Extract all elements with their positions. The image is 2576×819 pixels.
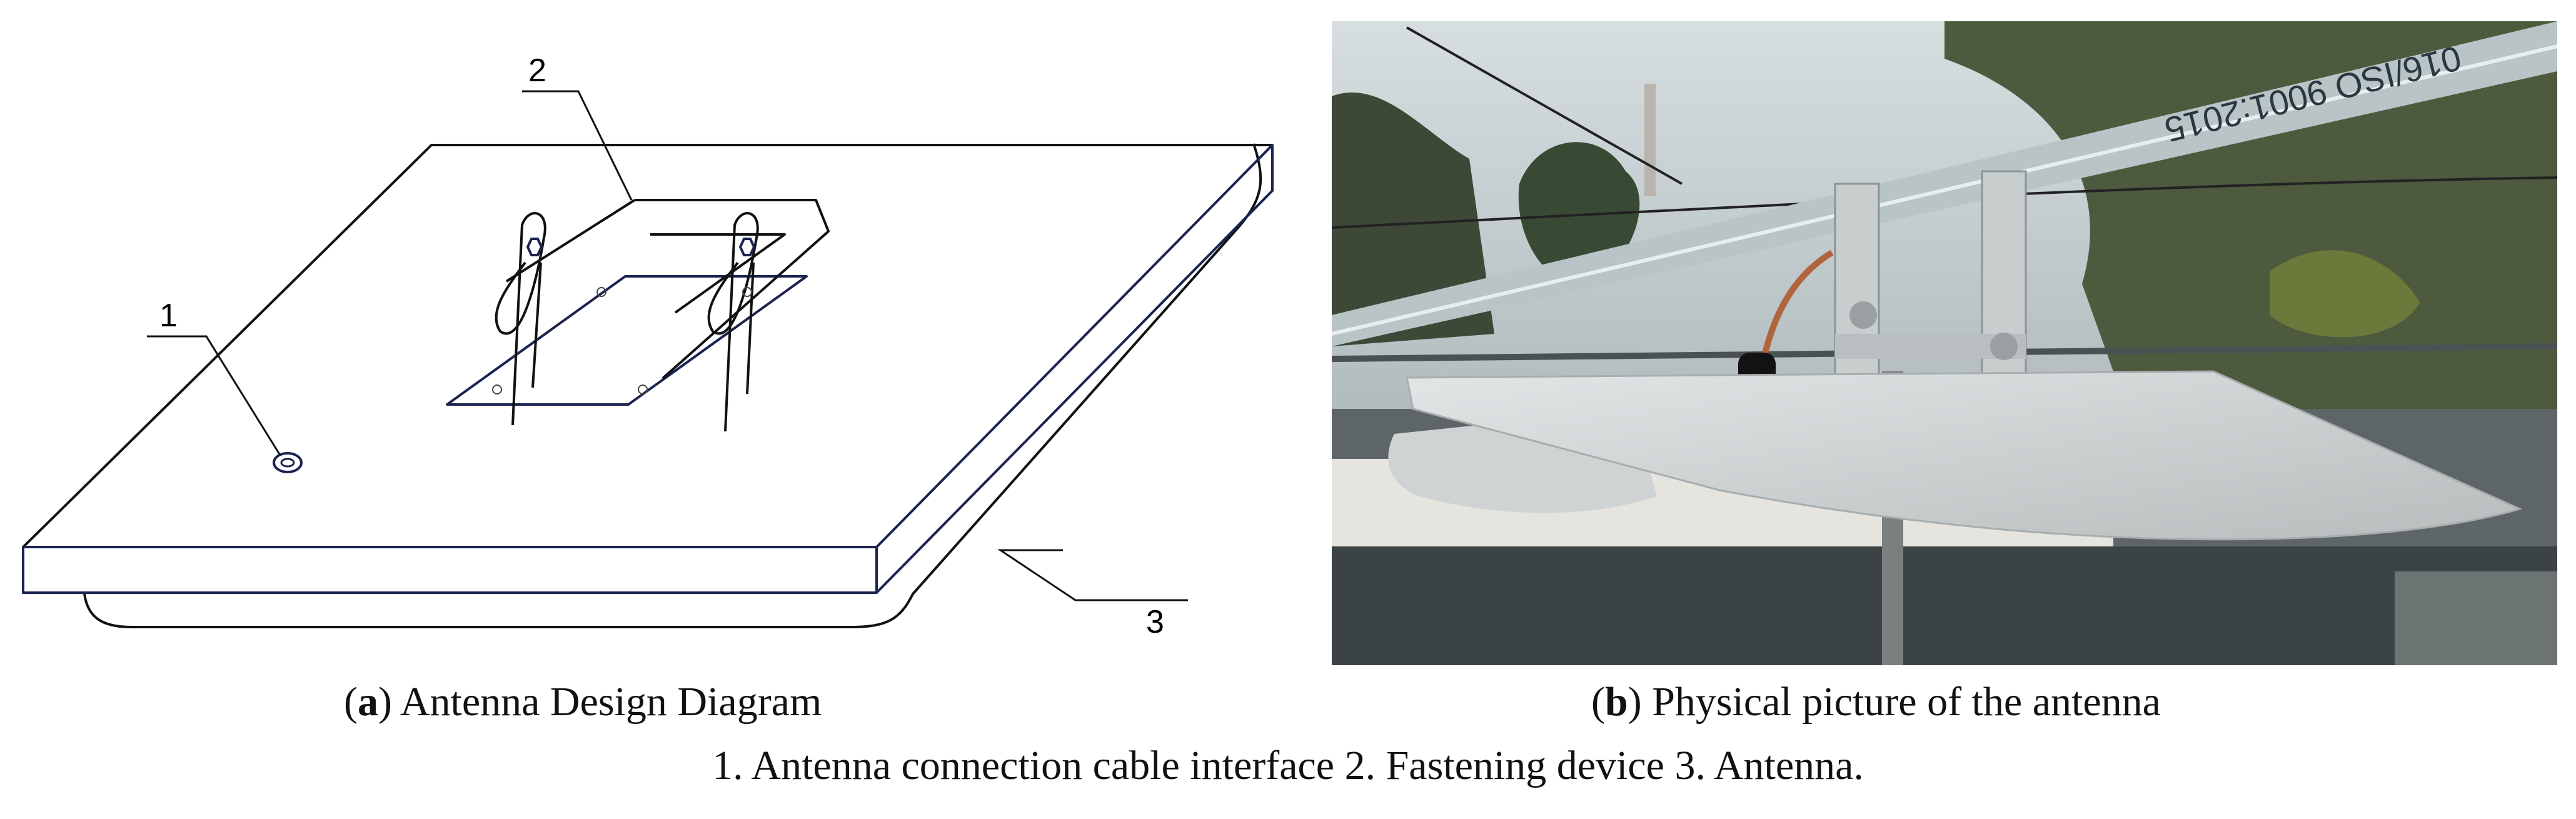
- panel-b-letter: b: [1604, 679, 1628, 725]
- rail-highlight: [1332, 44, 2557, 336]
- antenna-front-face: [22, 546, 878, 594]
- photo-svg: 016/ISO 9001:2015: [1332, 21, 2557, 665]
- callout-number-1: 1: [159, 298, 178, 334]
- panel-a-letter: a: [357, 679, 378, 725]
- antenna-plate: [1406, 370, 2523, 541]
- chimney: [1644, 84, 1656, 196]
- leader-line-1: [147, 335, 281, 456]
- plate-screw: [492, 384, 502, 394]
- wire: [1406, 26, 1683, 185]
- plate-screw: [742, 287, 752, 297]
- callout-number-2: 2: [528, 53, 546, 89]
- antenna-side-face: [875, 144, 1274, 594]
- concrete-wall: [2395, 571, 2557, 665]
- hex-bolt-right: [738, 238, 756, 256]
- panel-b-title: Physical picture of the antenna: [1652, 679, 2161, 725]
- diagram-svg: 1 2 3: [22, 53, 1274, 640]
- pond-area: [1332, 546, 2557, 665]
- hex-bolt-left: [526, 238, 543, 256]
- bracket-inner: [505, 199, 786, 314]
- antenna-radome-outline: [83, 143, 1262, 628]
- bracket-leg-left: [495, 212, 546, 426]
- antenna-design-diagram: 1 2 3: [0, 0, 1282, 666]
- plate-screw: [638, 384, 648, 394]
- plate-screw: [596, 287, 606, 297]
- panel-a-title: Antenna Design Diagram: [400, 679, 822, 725]
- leader-line-3: [997, 549, 1188, 601]
- antenna-photograph: 016/ISO 9001:2015: [1332, 21, 2557, 665]
- panel-a-caption: (a) Antenna Design Diagram: [344, 679, 822, 725]
- antenna-top-face: [22, 144, 1272, 548]
- bracket-leg-right: [707, 212, 759, 432]
- callout-number-3: 3: [1146, 604, 1164, 640]
- cable-interface-port: [273, 452, 303, 473]
- cable-interface-port-inner: [280, 458, 295, 468]
- mounting-plate: [446, 275, 808, 406]
- leader-line-2: [522, 90, 633, 201]
- panel-b-caption: (b) Physical picture of the antenna: [1591, 679, 2161, 725]
- foliage-highlight: [2270, 250, 2420, 338]
- overhead-rail: [1332, 21, 2557, 346]
- foliage-left: [1332, 92, 1494, 346]
- bracket-top: [635, 199, 830, 379]
- figure-legend-caption: 1. Antenna connection cable interface 2.…: [712, 743, 1864, 788]
